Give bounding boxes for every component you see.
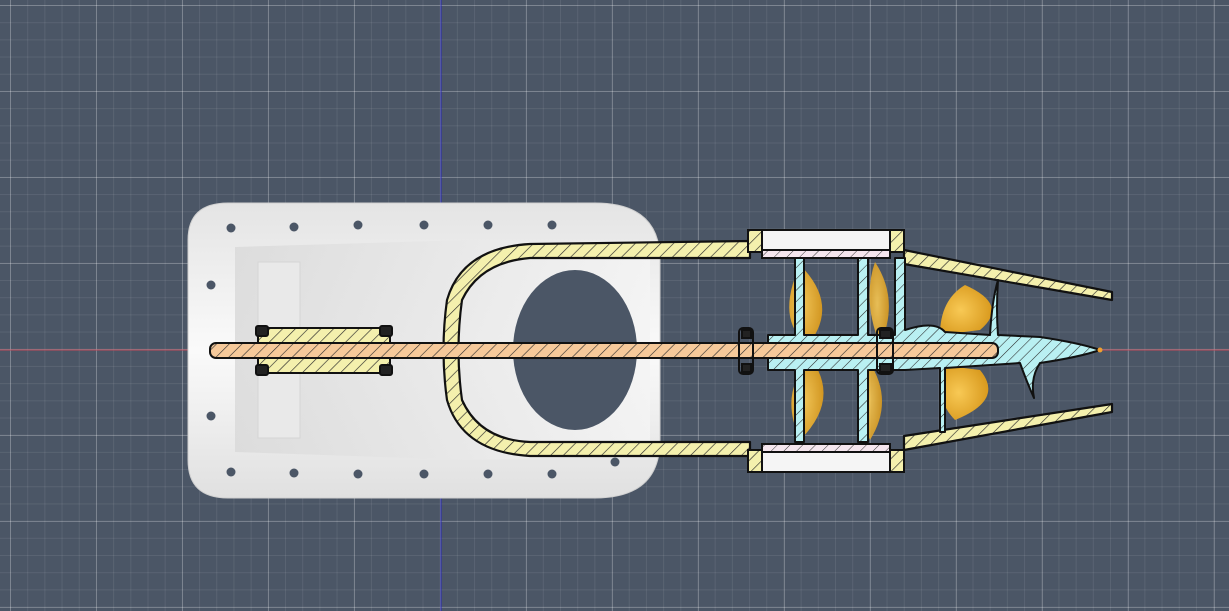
bearing-left[interactable]	[255, 325, 393, 376]
bearing-right[interactable]	[876, 327, 894, 375]
pump-ring-bottom[interactable]	[747, 443, 905, 473]
bearing-middle[interactable]	[738, 327, 754, 375]
nozzle-section[interactable]	[442, 239, 1114, 458]
drive-shaft[interactable]	[209, 342, 1103, 359]
pump-ring-top[interactable]	[747, 229, 905, 259]
mounting-holes	[206, 220, 620, 479]
